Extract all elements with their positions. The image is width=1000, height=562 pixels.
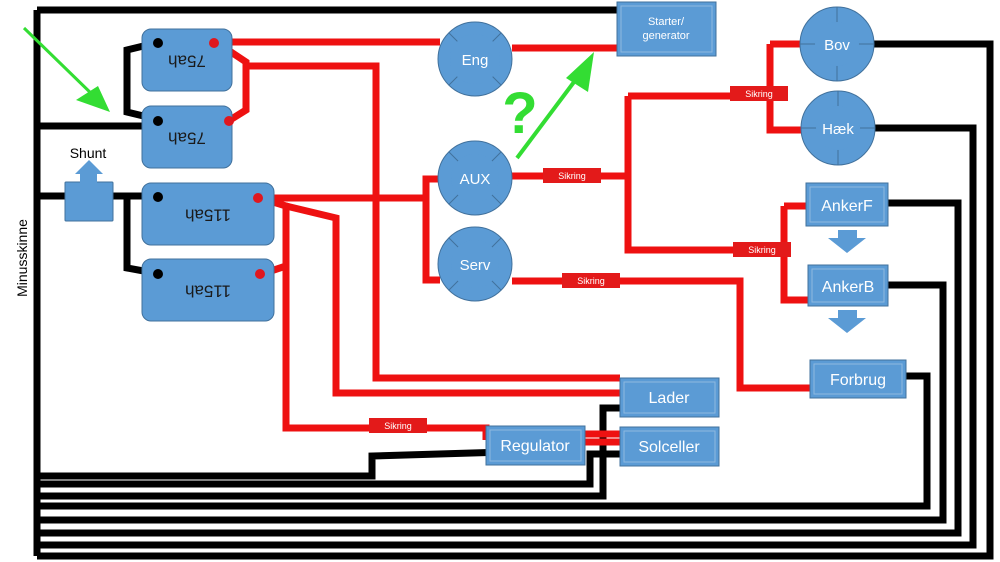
fuse-serv: Sikring bbox=[562, 273, 620, 288]
bov-label: Bov bbox=[824, 37, 850, 54]
battery-75ah-bottom: 75ah bbox=[141, 105, 233, 169]
fuse-label: Sikring bbox=[745, 89, 773, 99]
battery-label: 75ah bbox=[168, 129, 206, 148]
aux-bus-vertical-wire bbox=[624, 96, 784, 254]
forbrug-box: Forbrug bbox=[809, 359, 907, 399]
fuse-label: Sikring bbox=[577, 276, 605, 286]
fuse-label: Sikring bbox=[748, 245, 776, 255]
terminal-dot bbox=[253, 193, 263, 203]
lader-label: Lader bbox=[649, 390, 691, 407]
aux-switch: AUX bbox=[437, 140, 513, 216]
haek-return-wire bbox=[37, 124, 977, 549]
ankerf-box: AnkerF bbox=[805, 182, 889, 227]
terminal-dot bbox=[255, 269, 265, 279]
solceller-label: Solceller bbox=[638, 439, 700, 456]
ankerf-label: AnkerF bbox=[821, 198, 873, 215]
ankerb-box: AnkerB bbox=[807, 264, 889, 307]
fuse-regulator: Sikring bbox=[369, 418, 427, 433]
battery-115ah-bottom: 115ah bbox=[141, 258, 275, 322]
serv-switch: Serv bbox=[437, 226, 513, 302]
terminal-dot bbox=[224, 116, 234, 126]
ankerb-return-wire bbox=[37, 281, 947, 524]
ankerf-down-arrow bbox=[828, 230, 866, 253]
battery-label: 115ah bbox=[185, 206, 231, 225]
serv-to-forbrug-wire bbox=[512, 277, 812, 392]
battery-label: 75ah bbox=[168, 52, 206, 71]
battery-label: 115ah bbox=[185, 282, 231, 301]
question-mark: ? bbox=[502, 81, 537, 146]
forbrug-return-wire bbox=[37, 372, 931, 510]
fuse-label: Sikring bbox=[384, 421, 412, 431]
forbrug-label: Forbrug bbox=[830, 372, 886, 389]
lader-box: Lader bbox=[619, 377, 720, 418]
ankerb-label: AnkerB bbox=[822, 279, 874, 296]
fuse-anker: Sikring bbox=[733, 242, 791, 257]
regulator-box: Regulator bbox=[485, 425, 586, 466]
fuse-aux: Sikring bbox=[543, 168, 601, 183]
minus-bus-label: Minusskinne bbox=[14, 219, 30, 297]
starter-label-line2: generator bbox=[642, 30, 689, 42]
battery-75ah-top: 75ah bbox=[141, 28, 233, 92]
battery-115ah-top: 115ah bbox=[141, 182, 275, 246]
battery-115-to-aux-wire bbox=[260, 175, 438, 202]
regulator-return-wire bbox=[37, 448, 506, 480]
battery-115-to-lader-wire bbox=[285, 202, 620, 397]
shunt bbox=[64, 160, 114, 222]
terminal-dot-neg bbox=[153, 192, 163, 202]
haek-thruster: Hæk bbox=[800, 90, 876, 166]
aux-to-serv-wire bbox=[422, 198, 440, 284]
green-arrow-left bbox=[22, 26, 110, 112]
eng-switch: Eng bbox=[437, 21, 513, 97]
bov-return-wire bbox=[37, 40, 994, 560]
eng-label: Eng bbox=[462, 52, 489, 69]
negative-wiring bbox=[33, 6, 994, 560]
battery-75-to-lader-wire bbox=[246, 62, 620, 382]
anker-bus-wire bbox=[780, 206, 808, 304]
green-arrow-right bbox=[515, 52, 594, 160]
bov-haek-bus-wire bbox=[766, 44, 804, 134]
ankerb-down-arrow bbox=[828, 310, 866, 333]
terminal-dot-neg bbox=[153, 269, 163, 279]
regulator-label: Regulator bbox=[500, 438, 570, 455]
ankerf-return-wire bbox=[37, 199, 962, 537]
bov-thruster: Bov bbox=[799, 6, 875, 82]
starter-label-line1: Starter/ bbox=[648, 16, 685, 28]
shunt-label: Shunt bbox=[70, 145, 107, 161]
terminal-dot-neg bbox=[153, 38, 163, 48]
solceller-return-wire bbox=[37, 450, 622, 488]
aux-label: AUX bbox=[460, 171, 491, 188]
terminal-dot bbox=[209, 38, 219, 48]
haek-label: Hæk bbox=[822, 121, 854, 138]
fuse-bov: Sikring bbox=[730, 86, 788, 101]
starter-generator-box: Starter/ generator bbox=[616, 1, 717, 57]
solceller-box: Solceller bbox=[619, 426, 720, 467]
fuse-label: Sikring bbox=[558, 171, 586, 181]
serv-label: Serv bbox=[460, 257, 491, 274]
terminal-dot-neg bbox=[153, 116, 163, 126]
